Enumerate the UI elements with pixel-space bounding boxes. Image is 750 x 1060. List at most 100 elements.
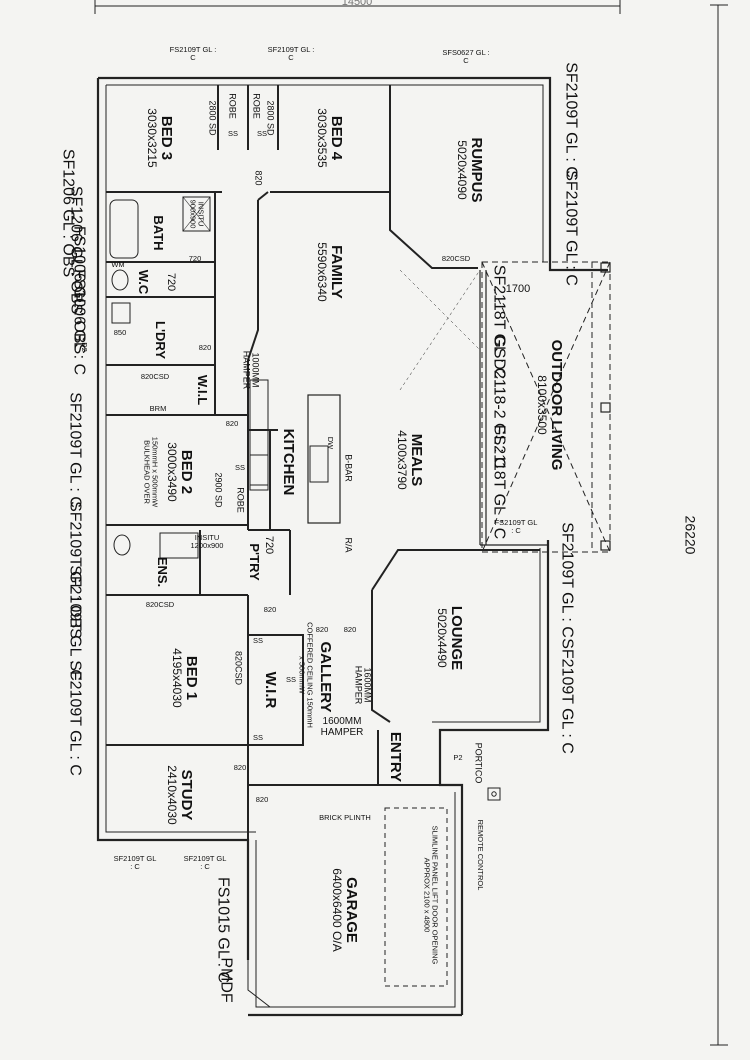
washing-machine: WM: [111, 259, 125, 269]
outer-walls: [96, 76, 608, 1017]
window-ref-left-5: SF2109T GL : C: [66, 392, 84, 508]
door-720-b: 720: [164, 272, 177, 292]
door-820-f: 820: [255, 794, 269, 804]
room-study: STUDY 2410x4030: [165, 765, 196, 825]
room-wir: W.I.R: [261, 671, 279, 709]
room-entry-name: ENTRY: [386, 731, 404, 783]
robe-label-3: ROBE: [235, 487, 246, 513]
room-bath-name: BATH: [150, 215, 166, 251]
room-meals: MEALS 4100x3790: [395, 430, 426, 490]
shelf-ss-2: SS: [256, 128, 268, 138]
door-820-b: 820: [263, 604, 277, 614]
window-ref-right-2: SF2109T GL : C: [562, 170, 580, 286]
room-outdoor-living: OUTDOOR LIVING 8100x3500: [535, 339, 566, 471]
room-ens-name: ENS.: [154, 556, 170, 588]
room-family: FAMILY 5590x6340: [315, 242, 346, 302]
window-ref-left-4: FS1006 GL : C: [70, 268, 88, 376]
shelf-ss-6: SS: [252, 732, 264, 742]
room-study-name: STUDY: [178, 769, 196, 821]
room-outdoor-name: OUTDOOR LIVING: [548, 339, 566, 471]
room-ldry: L'DRY: [153, 321, 168, 359]
window-ref-left-8: SF2109T GL : C: [66, 660, 84, 776]
room-garage-name: GARAGE: [343, 877, 361, 943]
csd-bed1: 820CSD: [233, 650, 244, 686]
p2-label: P2: [453, 752, 463, 762]
breakfast-bar: B-BAR: [343, 454, 354, 482]
door-720-c: 720: [262, 535, 275, 555]
room-kitchen-name: KITCHEN: [279, 428, 297, 496]
room-wc: W.C: [135, 269, 151, 295]
room-bed3: BED 3 3030x3215: [145, 108, 175, 168]
toilet: [111, 269, 129, 291]
outdoor-width-dimension: 1700: [505, 282, 531, 295]
window-ref-right-8: SF2109T GL : C: [558, 638, 576, 754]
sliding-door-2800-a: 2800 SD: [207, 100, 218, 136]
kitchen-island: [307, 394, 341, 524]
room-lounge-size: 5020x4490: [435, 608, 450, 668]
bathtub: [109, 199, 139, 259]
robe-label-2: ROBE: [251, 93, 262, 119]
shelf-ss-1: SS: [227, 128, 239, 138]
room-pantry: P'TRY: [246, 543, 262, 581]
room-lounge-name: LOUNGE: [448, 605, 466, 671]
room-bed1: BED 1 4195x4030: [170, 648, 201, 708]
room-meals-name: MEALS: [408, 433, 426, 487]
room-gallery: GALLERY: [317, 641, 334, 712]
portico-label: PORTICO: [473, 742, 484, 784]
room-garage-size: 6400x6400 O/A: [330, 868, 345, 952]
shelf-ss-4: SS: [252, 635, 264, 645]
room-family-name: FAMILY: [328, 245, 346, 299]
bed2-bulkhead-note: 150mmH x 500mmW BULKHEAD OVER: [142, 436, 160, 508]
room-bed1-name: BED 1: [183, 655, 201, 701]
door-820-c: 820: [315, 624, 329, 634]
door-820-a: 820: [225, 418, 239, 428]
room-bed1-size: 4195x4030: [170, 648, 185, 708]
shelf-ss-3: SS: [234, 462, 246, 472]
garage-door-outline: [384, 807, 448, 987]
room-meals-size: 4100x3790: [395, 430, 410, 490]
robe-label-1: ROBE: [227, 93, 238, 119]
hamper-1000: 1000MM HAMPER: [241, 350, 261, 390]
room-bed3-size: 3030x3215: [145, 108, 160, 168]
dishwasher: DW: [326, 436, 336, 450]
sliding-door-2900: 2900 SD: [213, 472, 224, 508]
csd-rumpus: 820CSD: [441, 253, 471, 263]
window-ref-right-1: SF2109T GL : C: [562, 62, 580, 178]
room-rumpus-name: RUMPUS: [468, 137, 486, 203]
garage-door-note: SLIMLINE PANEL LIFT DOOR OPENING APPROX …: [422, 825, 440, 965]
gallery-coffered-note: COFFERED CEILING 150mmH x 500mmW: [297, 622, 315, 728]
room-family-size: 5590x6340: [315, 242, 330, 302]
door-720-a: 720: [188, 253, 202, 263]
room-ptry-name: P'TRY: [246, 543, 262, 581]
room-wc-name: W.C: [135, 269, 151, 295]
brick-plinth: BRICK PLINTH: [319, 812, 371, 822]
room-outdoor-size: 8100x3500: [535, 375, 550, 435]
room-ensuite: ENS.: [154, 556, 170, 588]
room-wir-name: W.I.R: [261, 671, 279, 709]
room-bed2: BED 2 3000x3490: [165, 442, 196, 502]
room-lounge: LOUNGE 5020x4490: [435, 605, 466, 671]
window-ref-right-7: SF2109T GL : C: [558, 522, 576, 638]
window-ref-top-2: SF2109T GL : C: [267, 44, 315, 62]
room-bed2-name: BED 2: [178, 449, 196, 495]
room-bed4: BED 4 3030x3535: [315, 108, 345, 167]
interior-walls: [106, 85, 540, 840]
window-ref-top-1: FS2109T GL : C: [169, 44, 217, 62]
room-wil: W.I.L: [195, 375, 210, 405]
room-kitchen: KITCHEN: [279, 428, 297, 496]
csd-ldry: 820CSD: [140, 371, 170, 381]
room-rumpus-size: 5020x4090: [455, 140, 470, 200]
door-820-bed4: 820: [253, 170, 264, 186]
door-820-g: 820: [198, 342, 212, 352]
room-study-size: 2410x4030: [165, 765, 180, 825]
room-bed2-size: 3000x3490: [165, 442, 180, 502]
door-820-e: 820: [233, 762, 247, 772]
pmdf-label: PMDF: [217, 957, 235, 1003]
insitu-900: INSITU 900x900: [188, 199, 206, 229]
room-bath: BATH: [150, 215, 166, 251]
door-850: 850: [113, 327, 127, 337]
hamper-1600-a: 1600MM HAMPER: [353, 665, 373, 705]
broom-cupboard: BRM: [149, 403, 167, 413]
overall-length-dimension: 26220: [682, 515, 699, 555]
